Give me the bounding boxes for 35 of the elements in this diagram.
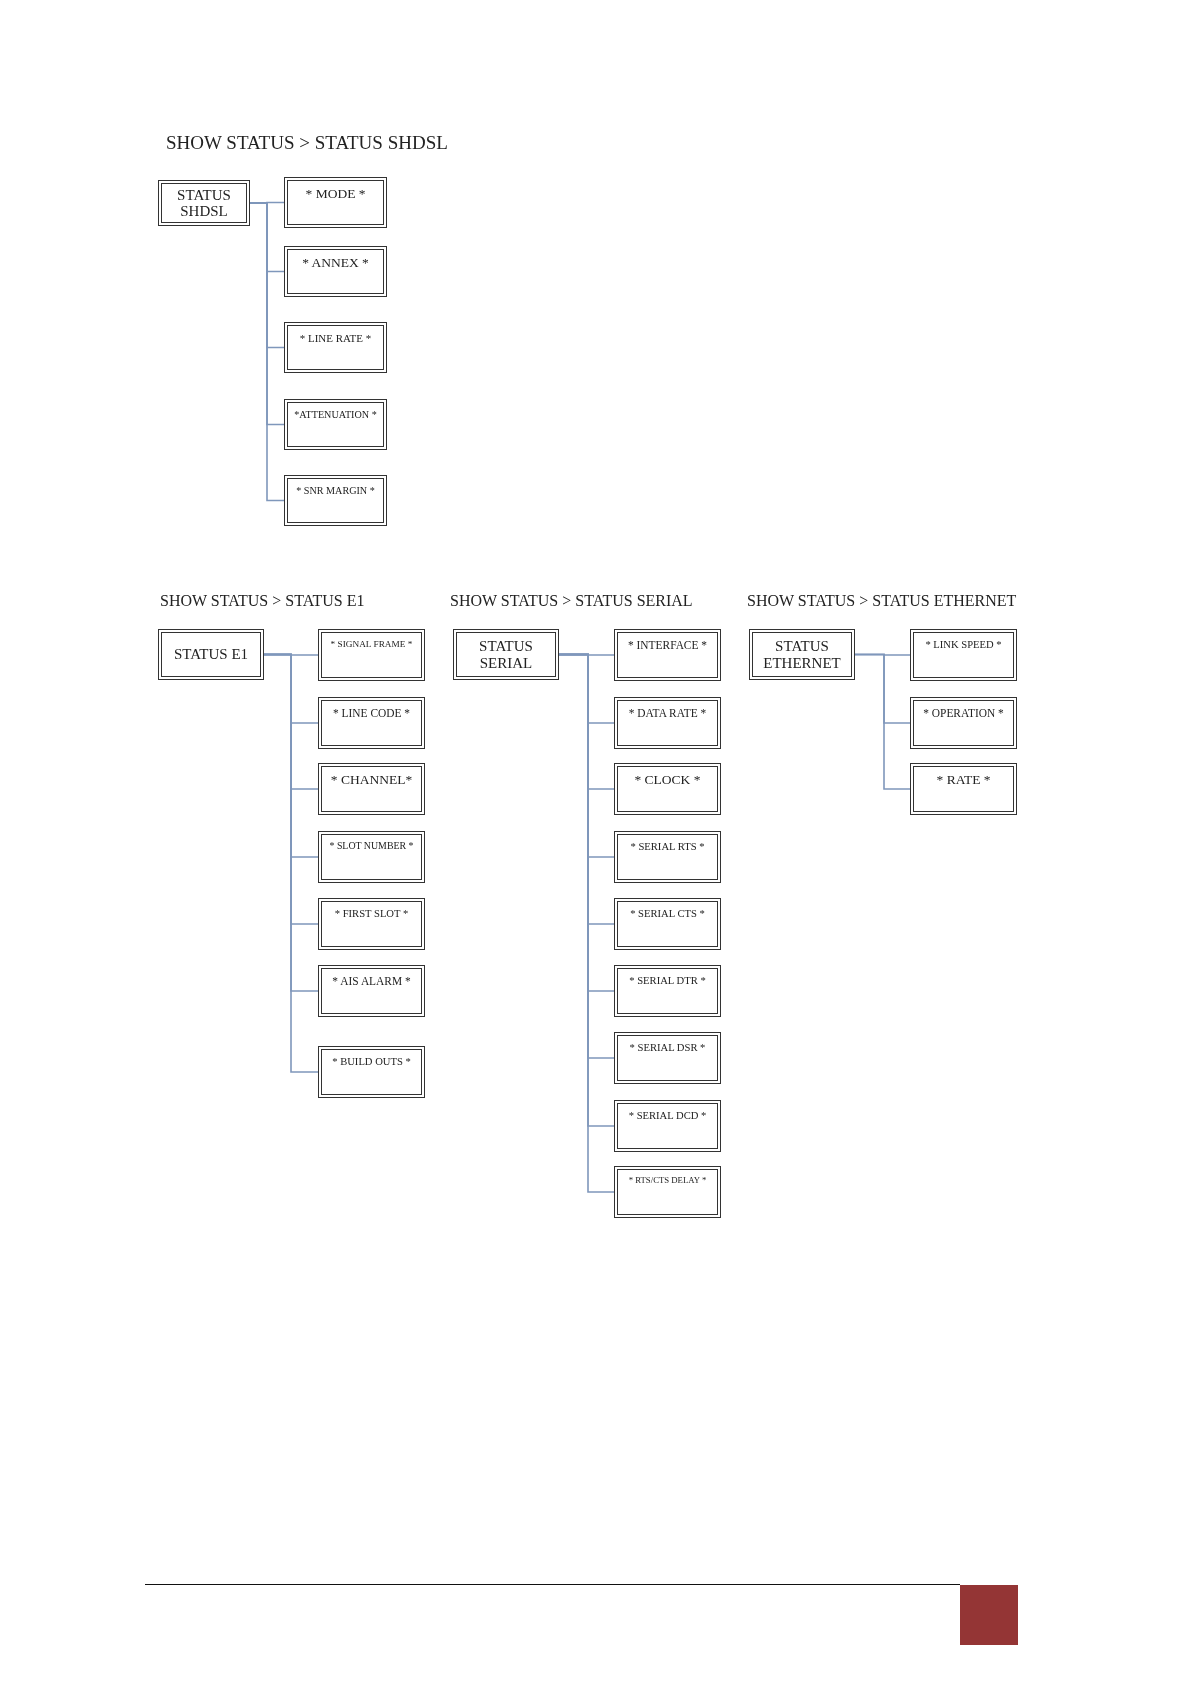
menu-path-heading: SHOW STATUS > STATUS SERIAL (450, 592, 693, 610)
status-item-box: * RATE * (910, 763, 1017, 815)
status-item-box: * LINE CODE * (318, 697, 425, 749)
status-item-box: * ANNEX * (284, 246, 387, 297)
status-item-box: *ATTENUATION * (284, 399, 387, 450)
status-item-box: * SERIAL DSR * (614, 1032, 721, 1084)
menu-path-heading: SHOW STATUS > STATUS ETHERNET (747, 592, 1017, 610)
status-item-box: * SLOT NUMBER * (318, 831, 425, 883)
status-item-box: * OPERATION * (910, 697, 1017, 749)
status-item-box: * CHANNEL* (318, 763, 425, 815)
status-item-box: * RTS/CTS DELAY * (614, 1166, 721, 1218)
status-item-box: * SNR MARGIN * (284, 475, 387, 526)
status-item-box: * INTERFACE * (614, 629, 721, 681)
menu-path-heading: SHOW STATUS > STATUS E1 (160, 592, 365, 610)
menu-box: STATUS ETHERNET (749, 629, 855, 680)
connector-line (249, 202, 285, 502)
status-item-box: * BUILD OUTS * (318, 1046, 425, 1098)
menu-box: STATUS SHDSL (158, 180, 250, 226)
status-item-box: * CLOCK * (614, 763, 721, 815)
menu-box: STATUS SERIAL (453, 629, 559, 680)
status-item-box: * LINK SPEED * (910, 629, 1017, 681)
status-item-box: * DATA RATE * (614, 697, 721, 749)
status-item-box: * SERIAL RTS * (614, 831, 721, 883)
status-item-box: * LINE RATE * (284, 322, 387, 373)
status-item-box: * MODE * (284, 177, 387, 228)
status-item-box: * SERIAL DCD * (614, 1100, 721, 1152)
connector-line (854, 653, 911, 790)
status-item-box: * AIS ALARM * (318, 965, 425, 1017)
status-item-box: * FIRST SLOT * (318, 898, 425, 950)
status-item-box: * SERIAL CTS * (614, 898, 721, 950)
menu-box: STATUS E1 (158, 629, 264, 680)
status-item-box: * SERIAL DTR * (614, 965, 721, 1017)
connector-line (263, 653, 319, 1073)
status-item-box: * SIGNAL FRAME * (318, 629, 425, 681)
menu-path-heading: SHOW STATUS > STATUS SHDSL (166, 132, 448, 154)
